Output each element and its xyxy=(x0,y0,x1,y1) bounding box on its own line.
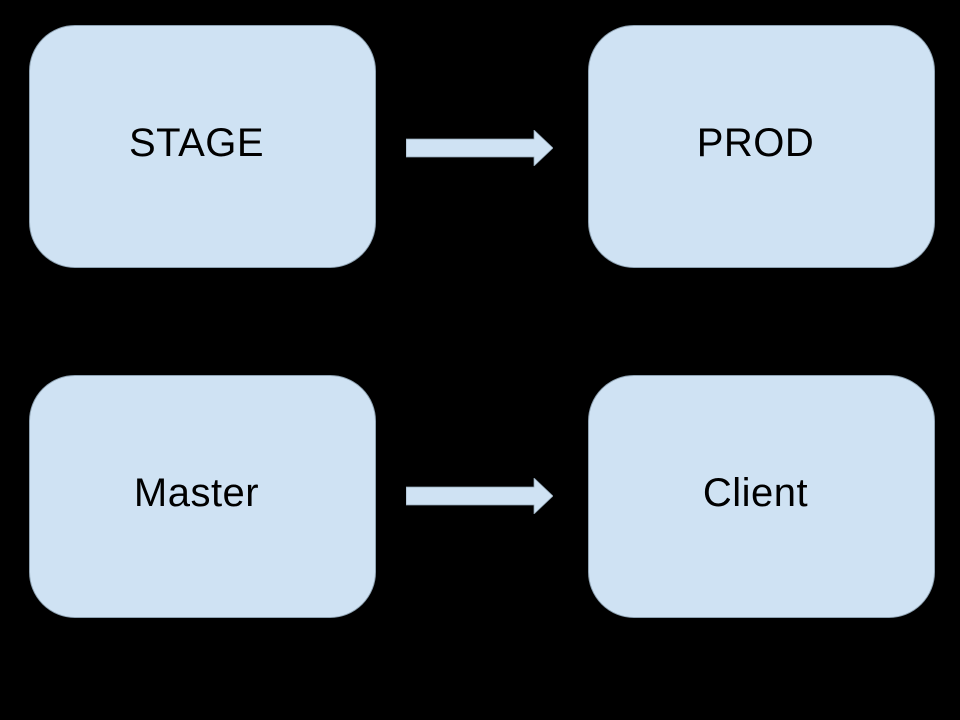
node-master-label: Master xyxy=(133,470,260,515)
node-client-label: Client xyxy=(702,470,809,515)
node-stage: STAGE xyxy=(29,25,376,268)
node-client: Client xyxy=(588,375,935,618)
node-prod-label: PROD xyxy=(696,120,815,165)
node-master: Master xyxy=(29,375,376,618)
node-prod: PROD xyxy=(588,25,935,268)
node-stage-label: STAGE xyxy=(128,120,265,165)
block-arrow-right-icon xyxy=(406,478,553,514)
block-arrow-right-icon xyxy=(406,130,553,166)
